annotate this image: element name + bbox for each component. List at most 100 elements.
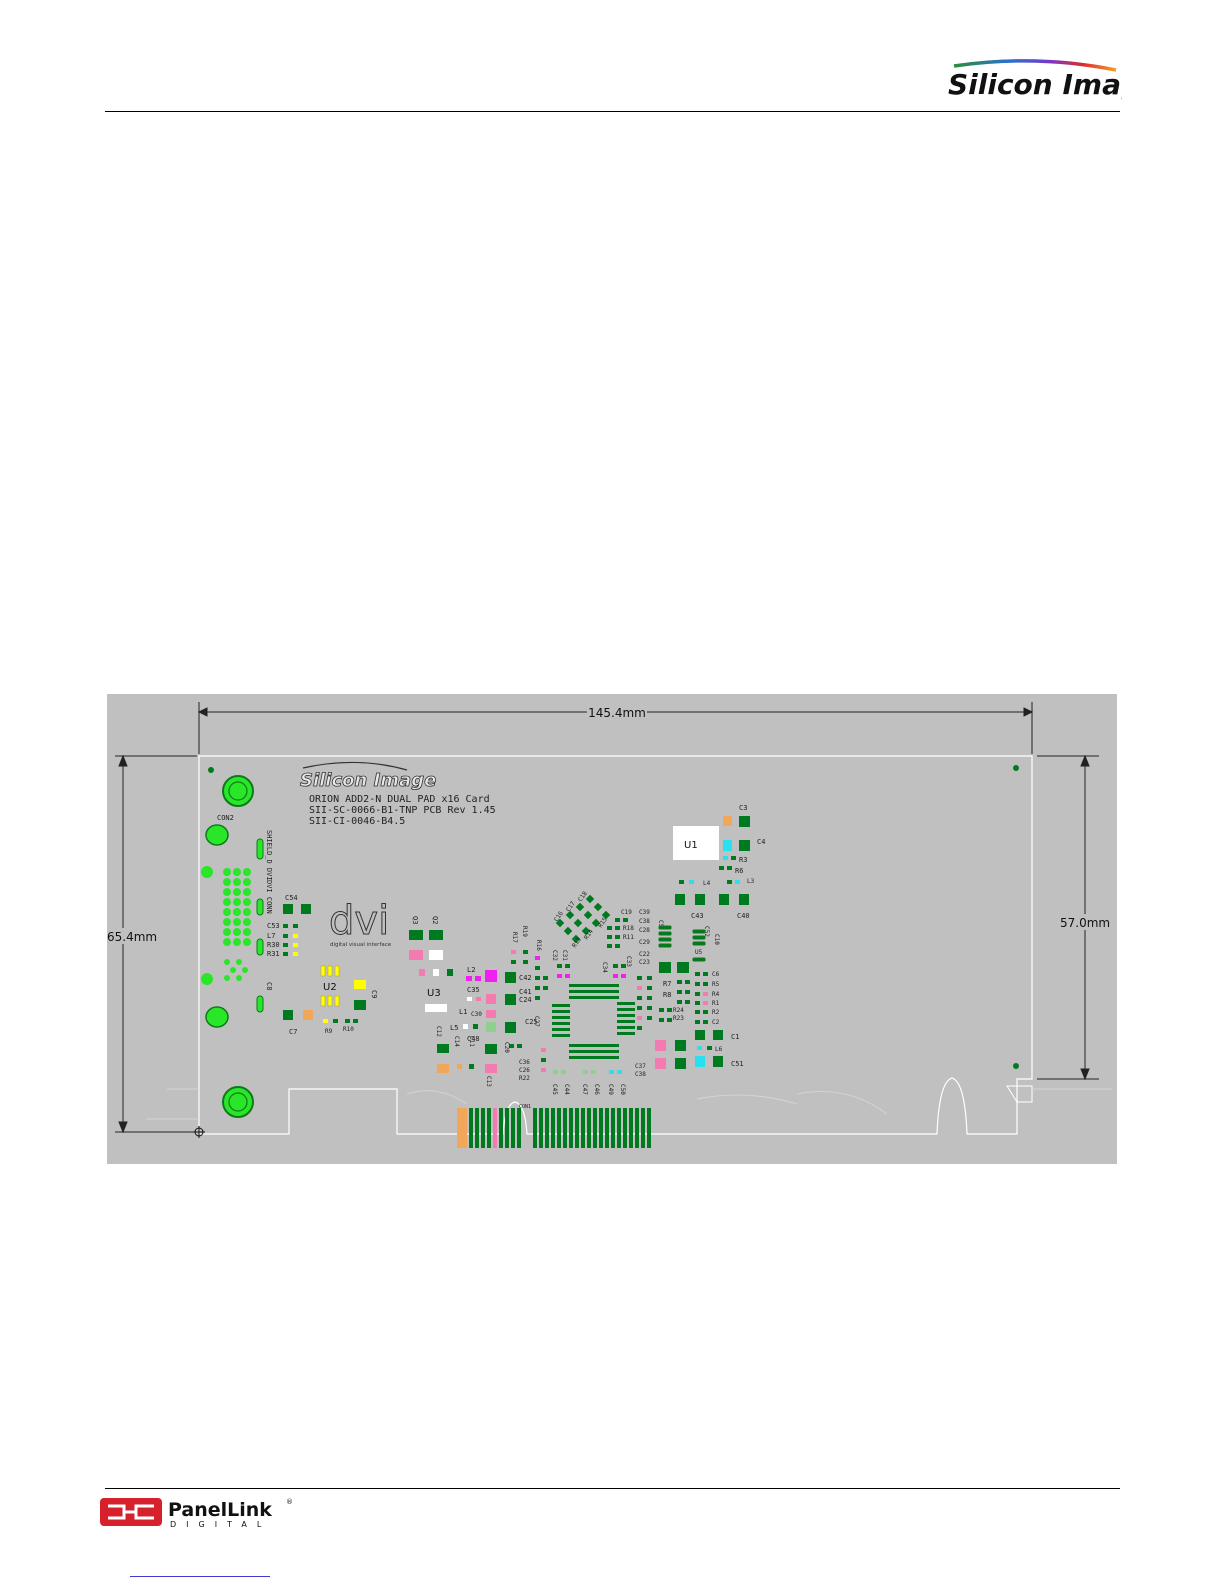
svg-text:U5: U5 — [695, 949, 703, 956]
panellink-digital-text: DIGITAL — [170, 1520, 271, 1529]
u3-chip — [425, 1004, 447, 1012]
svg-text:C26: C26 — [519, 1067, 530, 1074]
panellink-text: PanelLink — [168, 1499, 272, 1521]
svg-text:L5: L5 — [450, 1024, 458, 1032]
silk-line-3: SII-CI-0046-B4.5 — [309, 816, 405, 827]
svg-text:C42: C42 — [519, 974, 532, 982]
svg-text:C10: C10 — [713, 934, 720, 945]
dvi-screw-top — [222, 775, 254, 807]
svg-text:R2: R2 — [712, 1009, 720, 1016]
svg-text:C3: C3 — [739, 804, 747, 812]
svg-text:C28: C28 — [639, 927, 650, 934]
silk-line-1: ORION ADD2-N DUAL PAD x16 Card — [309, 794, 490, 805]
svg-text:C38: C38 — [635, 1071, 646, 1078]
svg-text:C22: C22 — [639, 951, 650, 958]
svg-text:C37: C37 — [635, 1063, 646, 1070]
svg-text:C24: C24 — [519, 996, 532, 1004]
silk-logo: Silicon Image — [300, 770, 436, 791]
svg-text:C41: C41 — [519, 988, 532, 996]
svg-text:L4: L4 — [703, 880, 711, 887]
u2-label: U2 — [323, 982, 337, 993]
svg-text:C2: C2 — [712, 1019, 720, 1026]
svg-text:R4: R4 — [712, 991, 720, 998]
header-divider — [105, 111, 1120, 112]
svg-text:C32: C32 — [551, 950, 558, 961]
svg-text:C39: C39 — [639, 909, 650, 916]
svg-text:C51: C51 — [731, 1060, 744, 1068]
u1-label: U1 — [684, 840, 698, 851]
svg-text:C54: C54 — [285, 894, 298, 902]
dvi-screw-bottom — [222, 1086, 254, 1118]
svg-text:C52: C52 — [703, 926, 710, 937]
svg-text:C23: C23 — [639, 959, 650, 966]
u3-label: U3 — [427, 988, 441, 999]
svg-text:C40: C40 — [737, 912, 750, 920]
svg-text:C29: C29 — [639, 939, 650, 946]
svg-text:C50: C50 — [619, 1084, 626, 1095]
left-height-dimension-label: 65.4mm — [107, 930, 157, 944]
svg-text:C1: C1 — [731, 1033, 739, 1041]
footer-link[interactable] — [130, 1576, 270, 1577]
svg-text:C48: C48 — [467, 1035, 480, 1043]
svg-text:C31: C31 — [561, 950, 568, 961]
svg-text:C53: C53 — [267, 922, 280, 930]
svg-text:R8: R8 — [663, 991, 671, 999]
svg-text:C46: C46 — [593, 1084, 600, 1095]
svg-text:C34: C34 — [601, 962, 608, 973]
svg-text:C45: C45 — [551, 1084, 558, 1095]
svg-text:R24: R24 — [673, 1007, 684, 1014]
svg-text:C20: C20 — [503, 1042, 510, 1053]
svg-text:R3: R3 — [739, 856, 747, 864]
svg-text:R18: R18 — [623, 925, 634, 932]
svg-text:R30: R30 — [267, 941, 280, 949]
svg-text:R17: R17 — [511, 932, 518, 943]
pcie-edge-connector — [457, 1108, 651, 1148]
svg-text:C36: C36 — [519, 1059, 530, 1066]
logo-text: Silicon Image — [948, 68, 1122, 101]
svg-text:C25: C25 — [525, 1018, 538, 1026]
svg-text:C19: C19 — [621, 909, 632, 916]
svg-text:R5: R5 — [712, 981, 720, 988]
u1-chip — [673, 826, 719, 860]
svg-text:R19: R19 — [521, 926, 528, 937]
svg-text:R9: R9 — [325, 1028, 333, 1035]
svg-text:L2: L2 — [467, 966, 475, 974]
right-height-dimension-label: 57.0mm — [1060, 916, 1110, 930]
svg-text:C12: C12 — [435, 1026, 442, 1037]
svg-text:Q3: Q3 — [411, 916, 419, 924]
svg-text:C33: C33 — [625, 956, 632, 967]
svg-text:C13: C13 — [485, 1076, 492, 1087]
svg-text:L3: L3 — [747, 878, 755, 885]
svg-text:R10: R10 — [343, 1026, 354, 1033]
svg-text:C38: C38 — [639, 918, 650, 925]
logo-swoosh — [953, 59, 1117, 72]
svg-text:C9: C9 — [370, 990, 378, 998]
svg-text:R6: R6 — [735, 867, 743, 875]
svg-text:C4: C4 — [757, 838, 765, 846]
svg-text:C11: C11 — [468, 1036, 475, 1047]
svg-text:®: ® — [286, 1498, 293, 1506]
svg-text:CON2: CON2 — [217, 814, 234, 822]
width-dimension-label: 145.4mm — [588, 706, 646, 720]
svg-text:R1: R1 — [712, 1000, 720, 1007]
main-chip-pins — [552, 984, 635, 1059]
svg-text:C6: C6 — [712, 971, 720, 978]
silicon-image-logo: Silicon Image — [948, 59, 1122, 101]
dvi-logo: dvi — [329, 898, 389, 944]
svg-text:C47: C47 — [581, 1084, 588, 1095]
footer-divider — [105, 1488, 1120, 1489]
svg-text:SHIELD_D DVI: SHIELD_D DVI — [265, 830, 273, 881]
svg-text:R31: R31 — [267, 950, 280, 958]
svg-text:C27: C27 — [533, 1016, 540, 1027]
svg-text:C30: C30 — [471, 1011, 482, 1018]
silk-line-2: SII-SC-0066-B1-TNP PCB Rev 1.45 — [309, 805, 496, 816]
svg-text:C7: C7 — [289, 1028, 297, 1036]
svg-text:R7: R7 — [663, 980, 671, 988]
dvi-pin-grid — [223, 868, 251, 981]
svg-text:R22: R22 — [519, 1075, 530, 1082]
svg-text:CON1: CON1 — [519, 1104, 531, 1110]
u2-pins — [320, 965, 340, 1007]
svg-text:R11: R11 — [623, 934, 634, 941]
svg-text:C49: C49 — [607, 1084, 614, 1095]
pcb-layout-diagram: 145.4mm 65.4mm 57.0mm Silicon Image ORIO… — [107, 694, 1117, 1164]
